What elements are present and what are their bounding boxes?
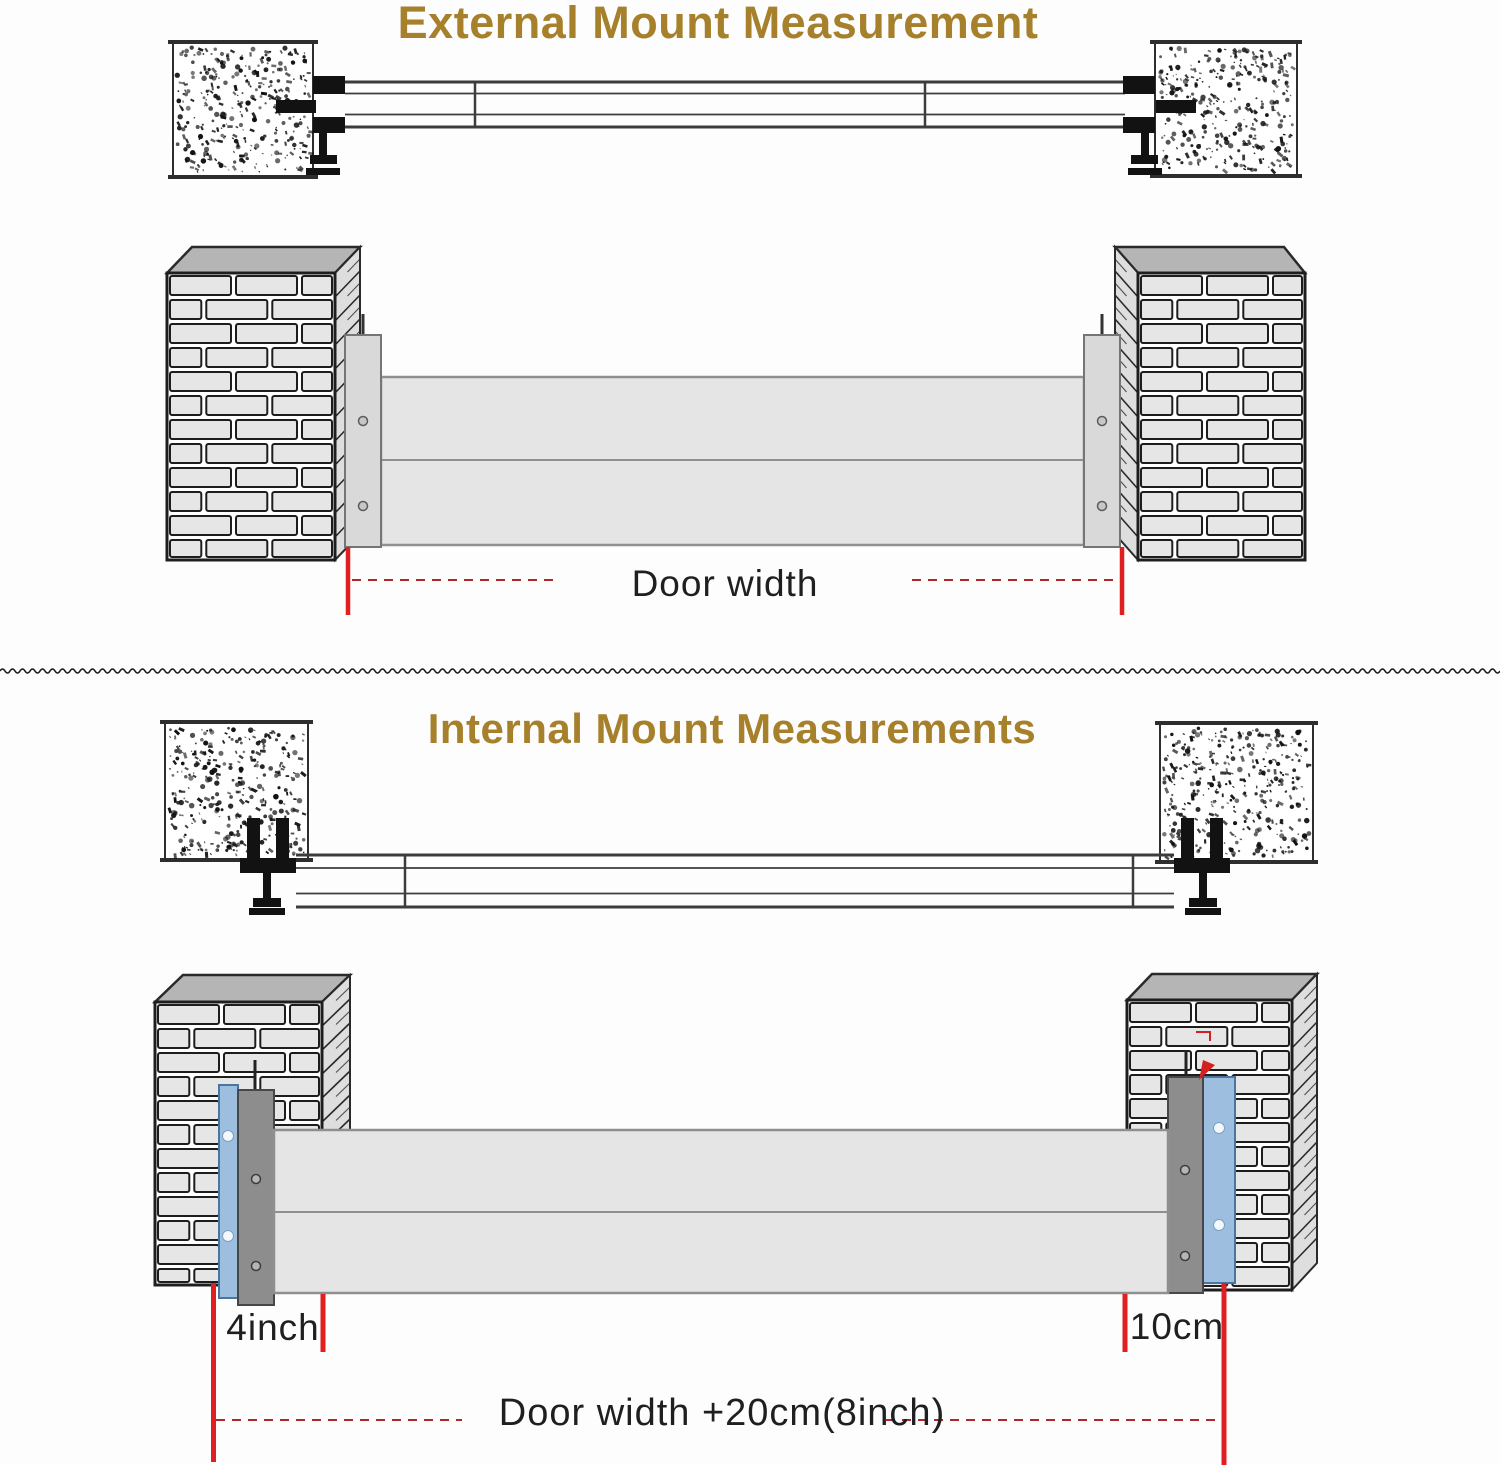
internal-section-title: Internal Mount Measurements [428,705,1037,752]
stucco-speckles [1157,45,1296,175]
screw [1179,1164,1191,1176]
brick-pillar-left [164,244,363,563]
blue-mount-plate-right [1202,1076,1236,1284]
plate-hole [1213,1219,1225,1231]
door-width-measure-lines [345,547,1125,615]
external-top-view [168,40,1302,179]
offset-measure-lines [211,1283,1227,1465]
wall-clamp-right [1174,818,1230,915]
blue-mount-plate-left [218,1084,239,1299]
internal-section: Internal Mount Measurements [151,705,1320,1465]
screw [1179,1250,1191,1262]
stucco-speckles [174,45,315,174]
channel-bracket-right [1167,1050,1204,1294]
screw [250,1173,262,1185]
pillar-top-face [151,973,354,1004]
barrier-panel [272,1128,1170,1295]
wall-clamp-left [276,76,345,175]
plate-hole [1213,1122,1225,1134]
pillar-front-face [1136,271,1307,562]
plate-hole [222,1130,234,1142]
red-arrow-icon [1199,1060,1215,1080]
pillar-top-face [164,245,363,275]
pillar-top-face [1124,972,1320,1002]
screw [357,500,369,512]
stucco-speckles [167,726,307,860]
section-divider [0,668,1500,674]
screw [1096,415,1108,427]
wall-clamp-left [240,818,296,915]
total-width-label: Door width +20cm(8inch) [499,1392,945,1434]
telescoping-pole [345,80,1125,129]
external-section-title: External Mount Measurement [398,0,1039,48]
screw [1096,500,1108,512]
external-perspective-view: Door width [164,244,1308,615]
external-section: External Mount Measurement [164,0,1308,615]
screw [357,415,369,427]
side-brick-courses [1291,985,1318,1265]
screw [250,1260,262,1272]
brick-pattern [169,275,333,558]
channel-bracket-left [237,1060,275,1306]
channel-bracket-left [344,314,382,548]
internal-top-view [160,720,1318,915]
pillar-top-face [1112,245,1308,275]
anchor-indicator [1196,1031,1215,1080]
brick-pattern [1140,275,1304,558]
wall-cross-section-right [1155,721,1318,864]
wall-clamp-right [1123,76,1196,175]
left-offset-label: 4inch [226,1307,319,1348]
internal-perspective-view: 4inch 10cm Door width +20cm(8inch) [151,971,1320,1465]
channel-bracket-right [1083,314,1121,548]
brick-pillar-right [1112,244,1308,563]
telescoping-pole [296,853,1174,909]
pillar-front-face [165,271,337,562]
barrier-panel [379,375,1086,547]
door-width-label: Door width [632,563,819,604]
wall-cross-section-left [160,720,313,862]
plate-hole [222,1230,234,1242]
right-offset-label: 10cm [1130,1306,1224,1347]
